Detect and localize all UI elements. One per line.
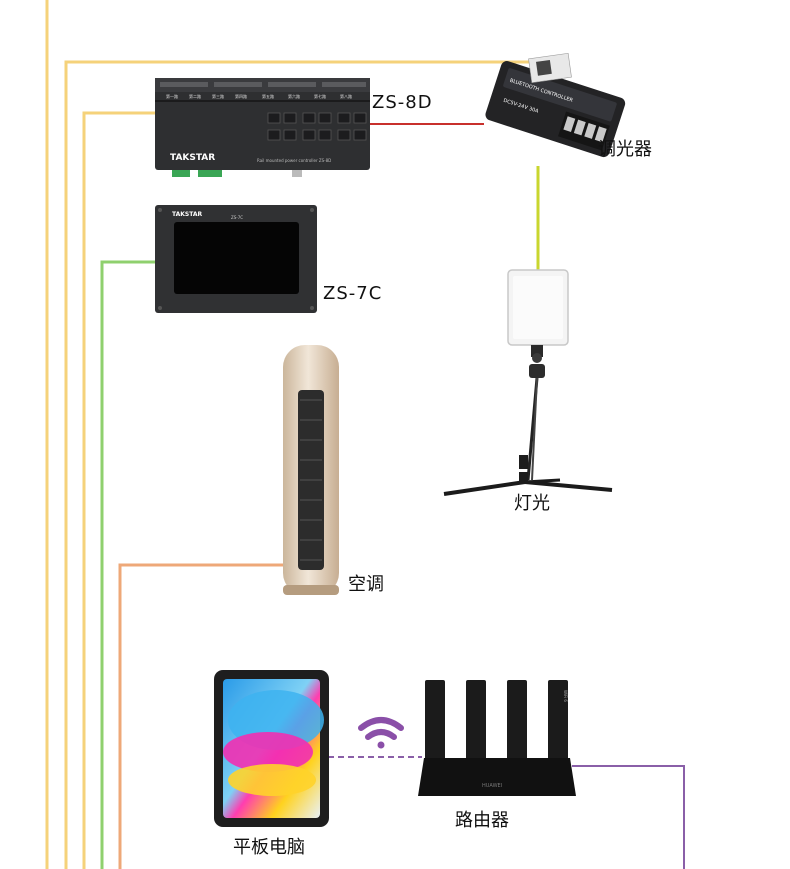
module-channel-labels: 第一路 第二路 第三路 第四路 第五路 第六路 第七路 第八路 [166, 93, 352, 99]
label-dimmer: 调光器 [598, 139, 652, 160]
module-channel-6: 第六路 [288, 93, 300, 99]
router-tag: WiFi 6 [563, 690, 568, 702]
label-light: 灯光 [514, 493, 550, 514]
module-channel-2: 第二路 [189, 93, 201, 99]
dimmer-device: BLUETOOTH CONTROLLER DC5V-24V 30A [485, 61, 626, 158]
label-zs7c: ZS-7C [323, 283, 383, 304]
bus-line-yellow-3 [82, 111, 156, 869]
wifi-icon [358, 717, 404, 749]
bus-line-orange [118, 563, 285, 869]
module-logo: TAKSTAR [170, 153, 215, 163]
module-channel-4: 第四路 [235, 93, 247, 99]
module-channel-1: 第一路 [166, 93, 178, 99]
module-caption: Rail mounted power controller ZS-8D [257, 158, 331, 163]
panel-model: ZS-7C [231, 215, 243, 220]
tablet-device [214, 670, 329, 827]
zs7c-control-panel: TAKSTAR ZS-7C [155, 205, 317, 313]
label-router: 路由器 [455, 810, 509, 831]
panel-logo: TAKSTAR [172, 211, 203, 218]
module-channel-3: 第三路 [212, 93, 224, 99]
dimmer-qr-label [528, 52, 572, 84]
module-channel-8: 第八路 [340, 93, 352, 99]
air-conditioner [283, 345, 339, 595]
module-channel-5: 第五路 [262, 93, 274, 99]
router-brand: HUAWEI [482, 783, 502, 789]
label-tablet: 平板电脑 [233, 837, 305, 858]
router-wired-line [572, 765, 685, 869]
label-air-conditioner: 空调 [348, 574, 384, 595]
router-device: HUAWEI WiFi 6 [418, 680, 576, 796]
label-zs8d: ZS-8D [372, 92, 433, 113]
bus-line-green [100, 260, 156, 869]
zs8d-power-module: TAKSTAR Rail mounted power controller ZS… [155, 78, 370, 177]
light-fixture [443, 269, 613, 496]
module-channel-7: 第七路 [314, 93, 326, 99]
